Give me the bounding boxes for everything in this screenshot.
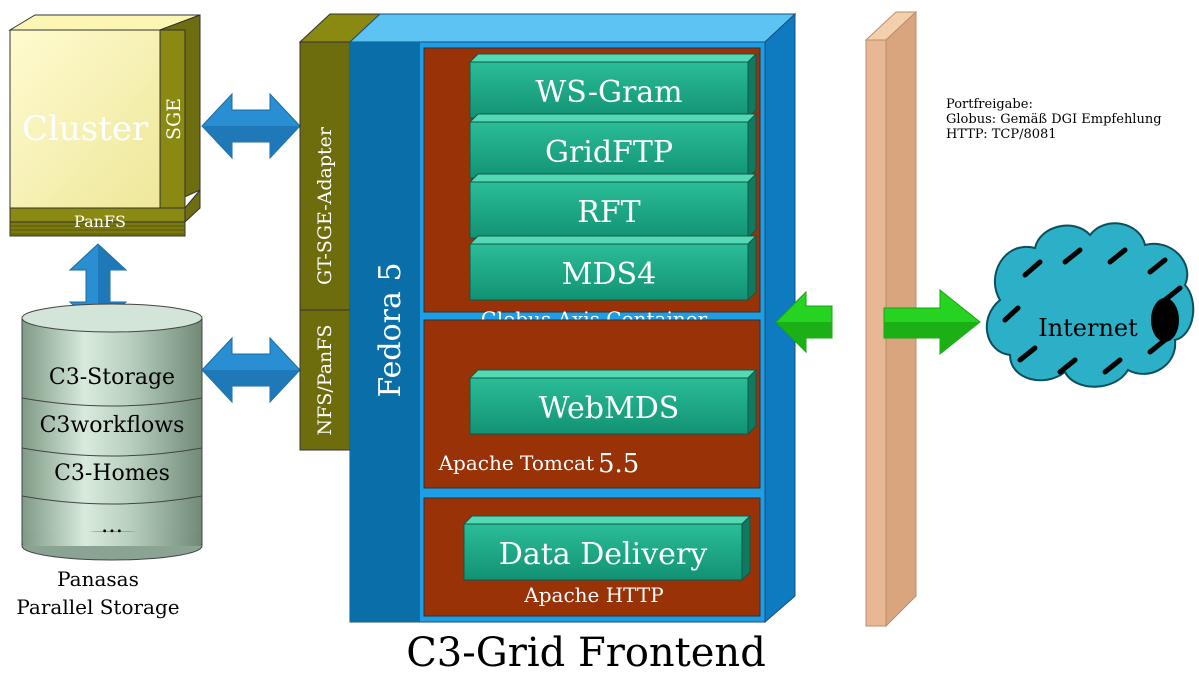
cluster-box: Cluster SGE PanFS <box>8 14 201 237</box>
container-label: Apache HTTP <box>523 583 663 607</box>
frontend-title: C3-Grid Frontend <box>406 630 766 673</box>
storage-cylinder: C3-Storage C3workflows C3-Homes … <box>21 303 203 561</box>
service-block-ws-gram: WS-Gram <box>468 52 758 120</box>
adapter-column: GT-SGE-Adapter NFS/PanFS <box>298 13 382 451</box>
internet-cloud-icon: Internet <box>985 222 1195 388</box>
fedora-band <box>350 42 420 622</box>
nfs-panfs-block <box>299 309 351 451</box>
storage-item: C3workflows <box>40 413 185 438</box>
storage-adapter-arrow <box>201 336 301 404</box>
ports-note-line3: HTTP: TCP/8081 <box>946 127 1057 142</box>
service-label: WS-Gram <box>535 75 682 110</box>
cluster-label: Cluster <box>22 109 149 149</box>
service-block-mds4: MDS4 <box>468 234 758 302</box>
gt-sge-adapter-label: GT-SGE-Adapter <box>314 126 336 285</box>
storage-item: C3-Storage <box>49 365 175 390</box>
outbound-arrow-right <box>883 288 981 356</box>
service-label: GridFTP <box>545 135 673 170</box>
service-block-gridftp: GridFTP <box>468 112 758 180</box>
panfs-label: PanFS <box>74 212 126 231</box>
ports-note-line2: Globus: Gemäß DGI Empfehlung <box>946 112 1162 127</box>
gt-sge-adapter-block <box>299 41 351 311</box>
tomcat-version: 5.5 <box>598 449 639 479</box>
storage-caption-line2: Parallel Storage <box>16 595 179 619</box>
service-block-webmds: WebMDS <box>468 368 758 436</box>
fedora-label: Fedora 5 <box>373 262 408 397</box>
storage-caption-line1: Panasas <box>57 567 139 591</box>
nfs-panfs-label: NFS/PanFS <box>314 325 336 436</box>
cluster-adapter-arrow <box>201 92 301 160</box>
service-label: WebMDS <box>539 391 680 426</box>
internet-label: Internet <box>1038 314 1138 342</box>
service-block-rft: RFT <box>468 172 758 240</box>
storage-item: C3-Homes <box>54 461 170 486</box>
container-label: Apache Tomcat <box>438 451 594 475</box>
ports-note-line1: Portfreigabe: <box>946 97 1033 112</box>
sge-label: SGE <box>163 98 185 140</box>
service-label: Data Delivery <box>499 537 707 572</box>
service-label: MDS4 <box>562 257 656 292</box>
inbound-arrow-left <box>775 290 833 354</box>
storage-item: … <box>101 513 123 538</box>
service-label: RFT <box>577 195 640 230</box>
service-block-data-delivery: Data Delivery <box>462 514 752 582</box>
